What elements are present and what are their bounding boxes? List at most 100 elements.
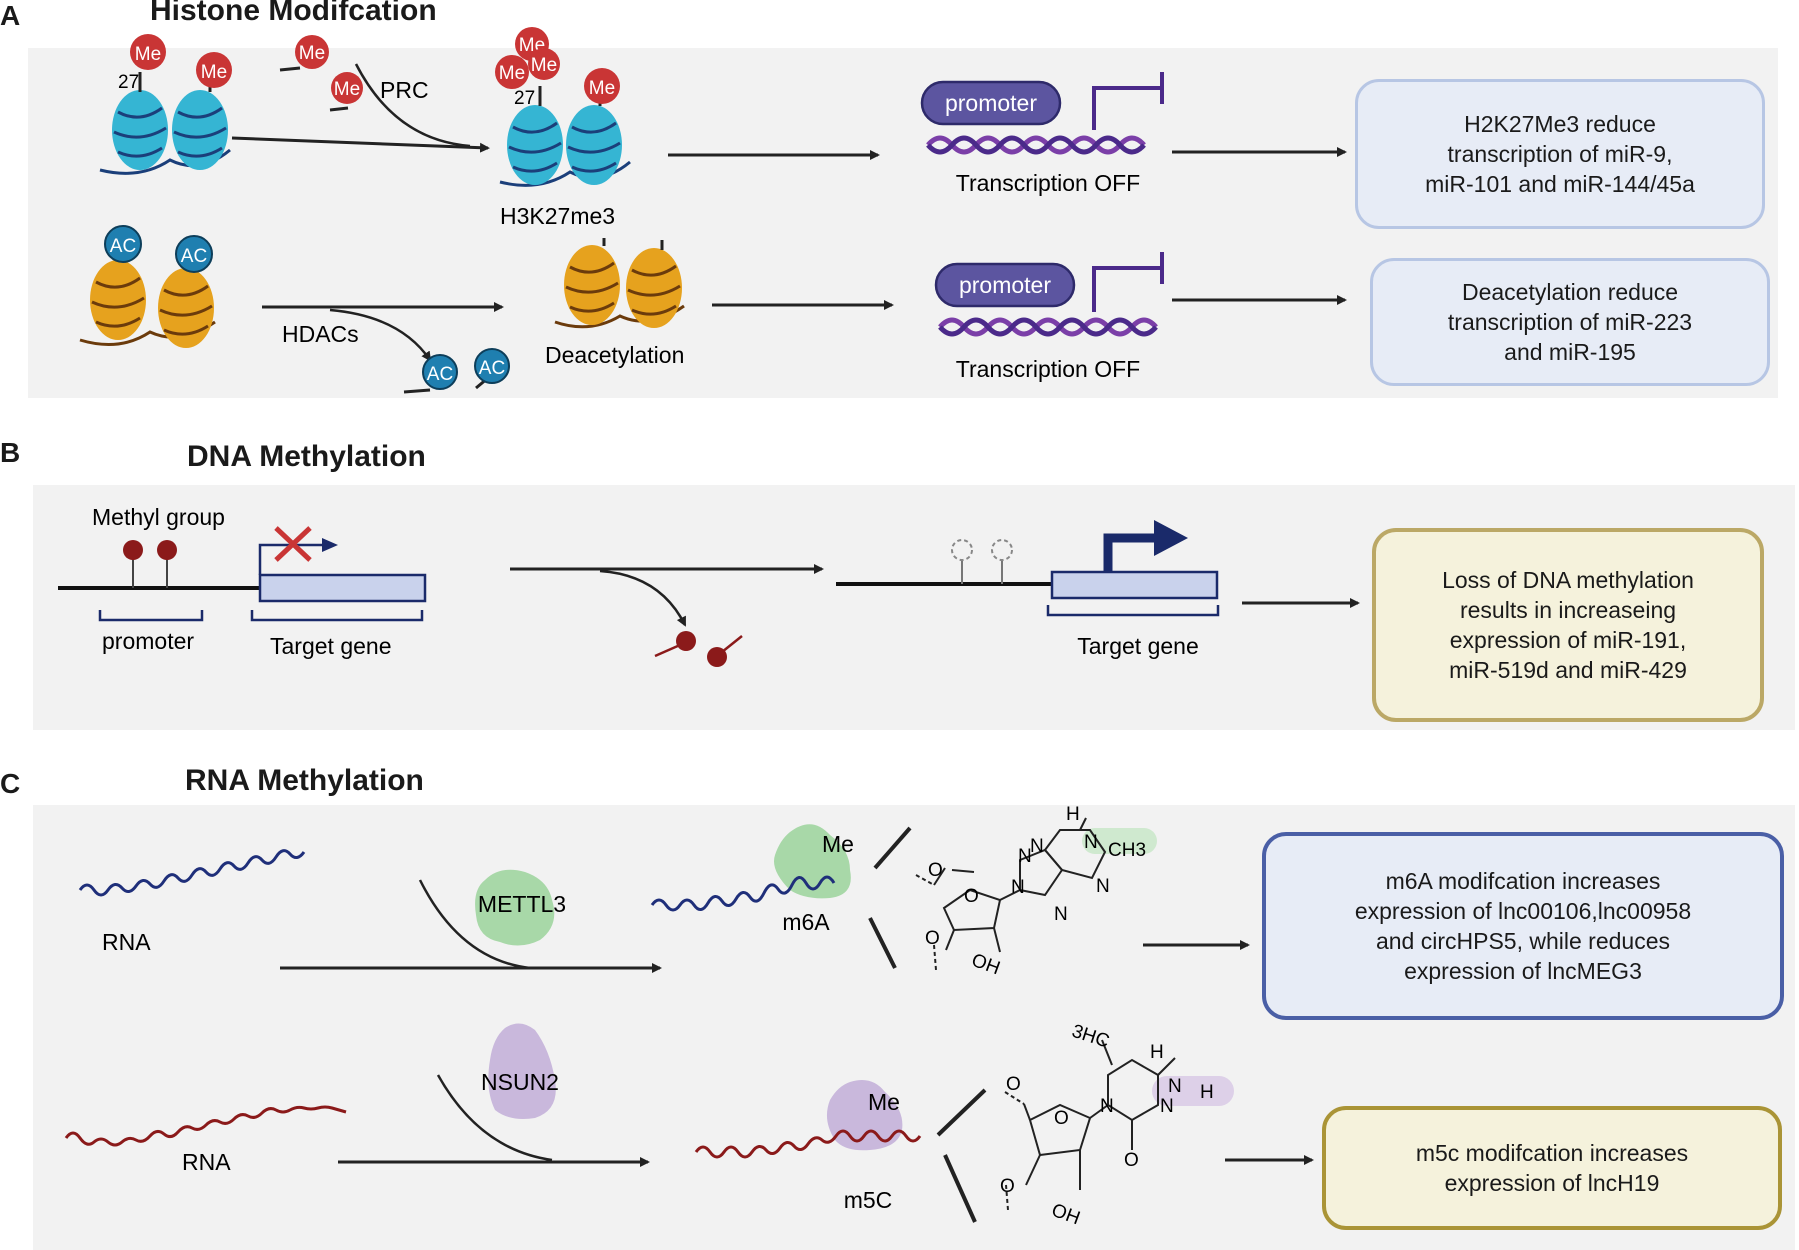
panel-b-title: DNA Methylation (187, 440, 426, 473)
hdacs-label: HDACs (282, 321, 359, 347)
demethylation-curve (599, 569, 687, 627)
arrow-methylation (231, 136, 490, 153)
atom-n: N (1084, 832, 1098, 853)
atom-o: O (1054, 1108, 1069, 1129)
unmethylated-dna-strand (836, 520, 1220, 617)
promoter-label: promoter (959, 272, 1051, 298)
m5c-label: m5C (844, 1187, 893, 1213)
me-tag-label: Me (135, 44, 161, 65)
mettl3-curve (418, 879, 531, 970)
me-label: Me (822, 831, 854, 857)
deacetylation-label: Deacetylation (545, 342, 684, 368)
m5c-chemical-structure (1004, 1039, 1234, 1211)
atom-o: O (1124, 1150, 1139, 1171)
result-box-dna-methylation: Loss of DNA methylation results in incre… (1372, 528, 1764, 722)
result-box-h3k27me3: H2K27Me3 reduce transcription of miR-9, … (1355, 79, 1765, 229)
transcription-off-label: Transcription OFF (956, 356, 1140, 382)
released-methyl-group (654, 631, 743, 667)
hdacs-curve (329, 308, 432, 362)
result-box-m6a: m6A modifcation increases expression of … (1262, 832, 1784, 1020)
result-box-deacetylation: Deacetylation reduce transcription of mi… (1370, 258, 1770, 386)
zoom-line (868, 917, 897, 969)
atom-n: N (1160, 1096, 1174, 1117)
me-tag: Me (130, 34, 166, 70)
atom-n: N (1096, 876, 1110, 897)
atom-ch3: CH3 (1108, 840, 1146, 861)
rna-label: RNA (182, 1149, 231, 1175)
residue-27-label: 27 (514, 88, 535, 109)
nsun2-label: NSUN2 (481, 1069, 559, 1095)
atom-o: O (964, 886, 979, 907)
nucleosome-pair-deacetylated (554, 238, 685, 330)
ac-tag-label: AC (427, 364, 453, 385)
me-tag: Me (331, 72, 363, 104)
me-tag: Me (528, 48, 560, 80)
atom-h: H (1066, 804, 1080, 825)
me-tag-label: Me (499, 63, 525, 84)
atom-o: O (928, 860, 943, 881)
atom-n: N (1011, 877, 1025, 898)
atom-o: O (1006, 1074, 1021, 1095)
ac-tag: AC (422, 354, 458, 390)
zoom-line (936, 1088, 987, 1137)
target-gene-label: Target gene (1077, 633, 1198, 659)
atom-h: H (1200, 1082, 1214, 1103)
me-tag: Me (495, 55, 529, 89)
panel-a-letter: A (0, 0, 21, 31)
methyl-group-label: Methyl group (92, 504, 225, 530)
promoter-dna-top: promoter (920, 72, 1164, 155)
nsun2-enzyme (488, 1023, 556, 1119)
me-tag: Me (584, 68, 620, 104)
rna-strand-red-modified (694, 1129, 922, 1159)
atom-n: N (1030, 836, 1044, 857)
ac-tag: AC (474, 348, 510, 384)
atom-o: O (925, 928, 940, 949)
atom-n: N (1100, 1096, 1114, 1117)
promoter-label: promoter (102, 628, 194, 654)
result-box-m5c: m5c modifcation increases expression of … (1322, 1106, 1782, 1230)
target-gene-label: Target gene (270, 633, 391, 659)
me-tag-label: Me (299, 43, 325, 64)
h3k27me3-label: H3K27me3 (500, 203, 615, 229)
mettl3-enzyme (475, 869, 555, 946)
me-tag-label: Me (334, 79, 360, 100)
m5c-chemical-labels: O O O OH N N O 3HC N H H (1000, 1021, 1214, 1230)
me-tag: Me (295, 35, 329, 69)
prc-curve (354, 63, 471, 148)
atom-n: N (1018, 846, 1032, 867)
me-tag-label: Me (531, 55, 557, 76)
panel-c-title: RNA Methylation (185, 764, 424, 797)
panel-b-letter: B (0, 437, 21, 468)
rna-label: RNA (102, 929, 151, 955)
m6a-chemical-structure (915, 817, 1157, 971)
promoter-label: promoter (945, 90, 1037, 116)
atom-h: H (1150, 1042, 1164, 1063)
rna-strand-red (64, 1105, 347, 1147)
nsun2-curve (436, 1074, 553, 1162)
ac-tag: AC (175, 235, 213, 273)
panel-c-letter: C (0, 768, 21, 799)
zoom-line (873, 826, 912, 870)
me-tag-label: Me (589, 78, 615, 99)
ac-tag: AC (104, 225, 142, 263)
transcription-off-label: Transcription OFF (956, 170, 1140, 196)
me-tag: Me (196, 52, 232, 88)
rna-strand-blue-modified (650, 875, 836, 912)
zoom-line (943, 1154, 977, 1223)
ac-tag-label: AC (479, 358, 505, 379)
m6a-label: m6A (782, 909, 830, 935)
atom-3hc: 3HC (1069, 1021, 1112, 1053)
methylated-dna-strand (58, 526, 427, 622)
atom-oh: OH (1049, 1200, 1083, 1229)
ac-tag-label: AC (110, 236, 136, 257)
atom-n: N (1054, 904, 1068, 925)
me-label: Me (868, 1089, 900, 1115)
atom-o: O (1000, 1176, 1015, 1197)
panel-a-title: Histone Modifcation (150, 0, 437, 27)
me-tag-label: Me (201, 62, 227, 83)
promoter-dna-bottom: promoter (934, 252, 1164, 337)
prc-label: PRC (380, 77, 429, 103)
rna-strand-blue (78, 849, 306, 897)
atom-oh: OH (969, 950, 1003, 979)
